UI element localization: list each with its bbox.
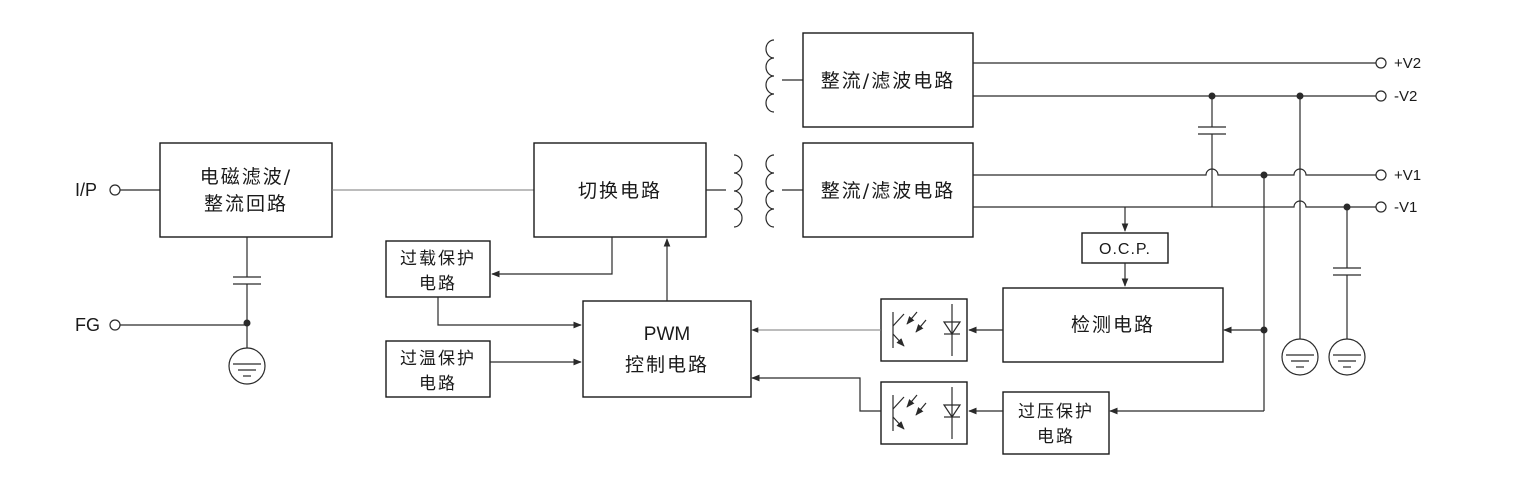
junction-fg xyxy=(243,319,251,327)
emi-filter-line2: 整流回路 xyxy=(204,193,288,215)
overtemp-block xyxy=(385,340,491,398)
wire-opto2-pwm xyxy=(751,374,881,412)
ground-icon xyxy=(228,347,266,385)
overload-line1: 过载保护 xyxy=(400,249,476,269)
wire-switch-overload xyxy=(491,237,613,278)
ip-label: I/P xyxy=(75,180,97,200)
pwm-block xyxy=(582,300,752,398)
emi-filter-block xyxy=(159,142,333,238)
rail-v1-neg xyxy=(973,200,1376,208)
rect-filter-v1-label: 整流/滤波电路 xyxy=(821,180,955,202)
v2-pos-label: +V2 xyxy=(1394,55,1421,72)
overvolt-line2: 电路 xyxy=(1037,427,1075,447)
emi-filter-line1: 电磁滤波/ xyxy=(200,166,292,188)
v1-pos-label: +V1 xyxy=(1394,167,1421,184)
wire-overload-pwm xyxy=(437,297,582,329)
detect-label: 检测电路 xyxy=(1071,314,1155,336)
overtemp-line2: 电路 xyxy=(419,374,457,394)
rect-filter-v2-block xyxy=(802,32,974,128)
ground-icon xyxy=(1281,338,1319,376)
overtemp-line1: 过温保护 xyxy=(400,349,476,369)
transformer-icon xyxy=(733,39,775,228)
v1-neg-label: -V1 xyxy=(1394,199,1417,216)
optocoupler-icon xyxy=(880,381,968,445)
optocoupler-icon xyxy=(880,298,968,362)
v2-pos-terminal xyxy=(1375,57,1387,69)
ip-terminal xyxy=(109,184,121,196)
pwm-line1: PWM xyxy=(644,324,690,345)
ground-icon xyxy=(1328,338,1366,376)
detect-block xyxy=(1002,287,1224,363)
rail-v1-pos xyxy=(973,168,1376,176)
fg-terminal xyxy=(109,319,121,331)
overvolt-block xyxy=(1002,391,1110,455)
rect-filter-v1-block xyxy=(802,142,974,238)
pwm-line2: 控制电路 xyxy=(625,354,709,376)
v1-neg-terminal xyxy=(1375,201,1387,213)
v2-neg-terminal xyxy=(1375,90,1387,102)
rect-filter-v2-label: 整流/滤波电路 xyxy=(821,70,955,92)
switching-label: 切换电路 xyxy=(578,180,662,202)
v1-pos-terminal xyxy=(1375,169,1387,181)
overload-block xyxy=(385,240,491,298)
v2-neg-label: -V2 xyxy=(1394,88,1417,105)
fg-label: FG xyxy=(75,315,100,335)
overload-line2: 电路 xyxy=(419,274,457,294)
ocp-label: O.C.P. xyxy=(1099,241,1151,258)
overvolt-line1: 过压保护 xyxy=(1018,402,1094,422)
